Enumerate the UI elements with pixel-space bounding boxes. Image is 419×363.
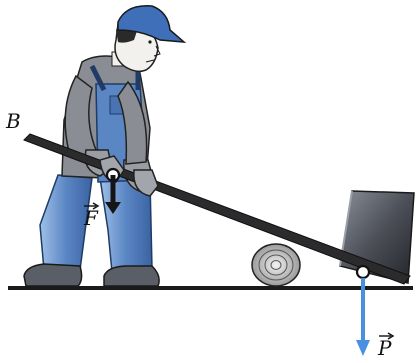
svg-text:P: P [377, 336, 392, 360]
svg-text:F: F [83, 206, 99, 230]
force-p-point [357, 266, 369, 278]
label-point-b: B [5, 109, 21, 133]
label-force-f: F [83, 203, 99, 230]
log-fulcrum [252, 244, 300, 286]
label-force-p: P [377, 333, 393, 360]
